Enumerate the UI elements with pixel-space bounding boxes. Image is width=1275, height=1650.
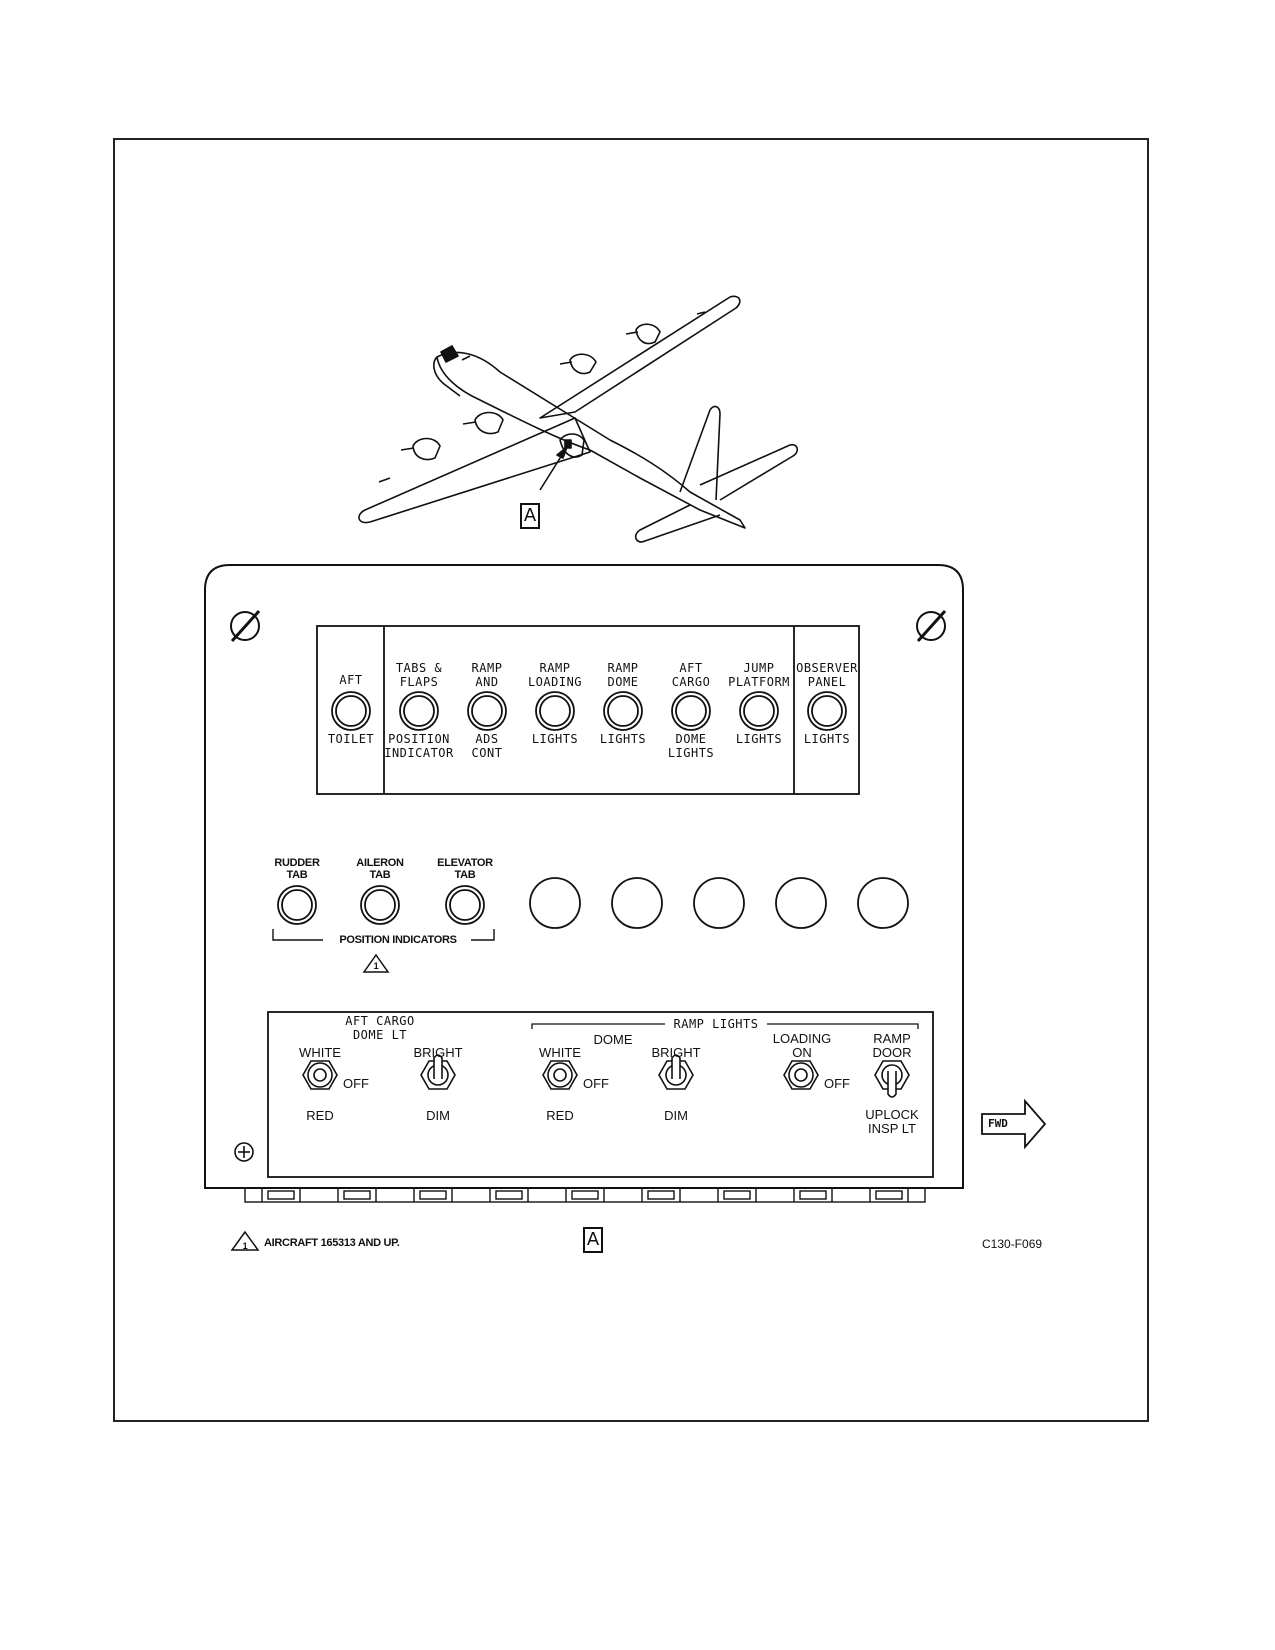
ramp-lights-bracket xyxy=(531,1023,919,1029)
light-label-bottom: DOME LIGHTS xyxy=(667,732,715,760)
switch-label-top: RAMP DOOR xyxy=(872,1031,912,1060)
indicator-light xyxy=(399,691,439,731)
indicator-lights xyxy=(331,691,847,731)
position-indicators-bracket xyxy=(272,929,495,941)
switch-label-bottom: RED xyxy=(546,1108,574,1123)
indicator-light xyxy=(331,691,371,731)
toggle-switch xyxy=(420,1054,456,1090)
switch-label-bottom: DIM xyxy=(426,1108,450,1123)
screw-icon xyxy=(234,1142,254,1162)
light-label-top: OBSERVER PANEL xyxy=(796,661,858,689)
footnote-text: AIRCRAFT 165313 AND UP. xyxy=(264,1237,400,1249)
light-label-top: AFT xyxy=(339,673,363,687)
hinge-strip xyxy=(244,1187,926,1203)
position-indicator-gauges xyxy=(277,885,485,925)
switch-label-right: OFF xyxy=(583,1076,609,1091)
view-callout-box: A xyxy=(520,503,540,529)
ramp-lights-title: RAMP LIGHTS xyxy=(673,1017,759,1031)
fwd-label: FWD xyxy=(988,1117,1008,1130)
light-label-bottom: ADS CONT xyxy=(471,732,503,760)
switch-label-bottom: RED xyxy=(306,1108,334,1123)
indicator-light xyxy=(603,691,643,731)
light-label-bottom: LIGHTS xyxy=(531,732,579,746)
toggle-switch xyxy=(542,1060,578,1090)
fastener-icon xyxy=(230,609,947,643)
switch-label-top: LOADING ON xyxy=(772,1031,832,1060)
gauge xyxy=(360,885,400,925)
toggle-switch xyxy=(302,1060,338,1090)
switch-label-right: OFF xyxy=(343,1076,369,1091)
blank-gauge-holes xyxy=(529,877,909,929)
light-label-top: RAMP LOADING xyxy=(527,661,583,689)
indicator-light xyxy=(535,691,575,731)
gauge-label: RUDDER TAB xyxy=(274,857,320,881)
view-label-box: A xyxy=(583,1227,603,1253)
aft-cargo-dome-title: AFT CARGO DOME LT xyxy=(345,1014,415,1042)
indicator-light xyxy=(671,691,711,731)
switch-label-top: WHITE xyxy=(539,1045,581,1060)
light-label-bottom: POSITION INDICATOR xyxy=(384,732,454,760)
light-label-bottom: TOILET xyxy=(327,732,375,746)
fwd-arrow-icon xyxy=(981,1098,1047,1150)
footnote-triangle-icon xyxy=(230,1230,260,1251)
figure-id: C130-F069 xyxy=(982,1237,1043,1251)
gauge-label: AILERON TAB xyxy=(356,857,404,881)
indicator-panel-frame xyxy=(316,625,860,795)
light-label-top: RAMP DOME xyxy=(607,661,639,689)
control-panel-outline xyxy=(204,564,964,1189)
toggle-switch xyxy=(874,1060,910,1098)
indicator-light xyxy=(807,691,847,731)
figure-frame xyxy=(113,138,1149,1422)
toggle-switch xyxy=(658,1054,694,1090)
light-label-bottom: LIGHTS xyxy=(803,732,851,746)
switch-label-bottom: DIM xyxy=(664,1108,688,1123)
switch-label-bottom: UPLOCK INSP LT xyxy=(865,1107,919,1136)
light-label-top: RAMP AND xyxy=(471,661,503,689)
light-label-top: TABS & FLAPS xyxy=(395,661,443,689)
footnote-marker: 1 xyxy=(242,1241,248,1251)
indicator-light xyxy=(739,691,779,731)
gauge xyxy=(277,885,317,925)
switch-label-right: OFF xyxy=(824,1076,850,1091)
indicator-light xyxy=(467,691,507,731)
position-indicators-group-label: POSITION INDICATORS xyxy=(339,934,457,946)
light-label-bottom: LIGHTS xyxy=(599,732,647,746)
aircraft-illustration xyxy=(358,295,799,543)
note-triangle-icon xyxy=(362,953,390,973)
switch-label-top: BRIGHT xyxy=(651,1045,701,1060)
gauge xyxy=(445,885,485,925)
toggle-switch xyxy=(783,1060,819,1090)
note-marker: 1 xyxy=(373,961,379,971)
light-label-top: JUMP PLATFORM xyxy=(728,661,790,689)
switch-label-top: WHITE xyxy=(299,1045,341,1060)
light-label-top: AFT CARGO xyxy=(671,661,711,689)
switch-label-top: BRIGHT xyxy=(413,1045,463,1060)
gauge-label: ELEVATOR TAB xyxy=(437,857,493,881)
switch-panel-frame xyxy=(267,1011,934,1178)
dome-title: DOME xyxy=(593,1032,633,1047)
toggle-switches xyxy=(302,1054,910,1098)
light-label-bottom: LIGHTS xyxy=(735,732,783,746)
